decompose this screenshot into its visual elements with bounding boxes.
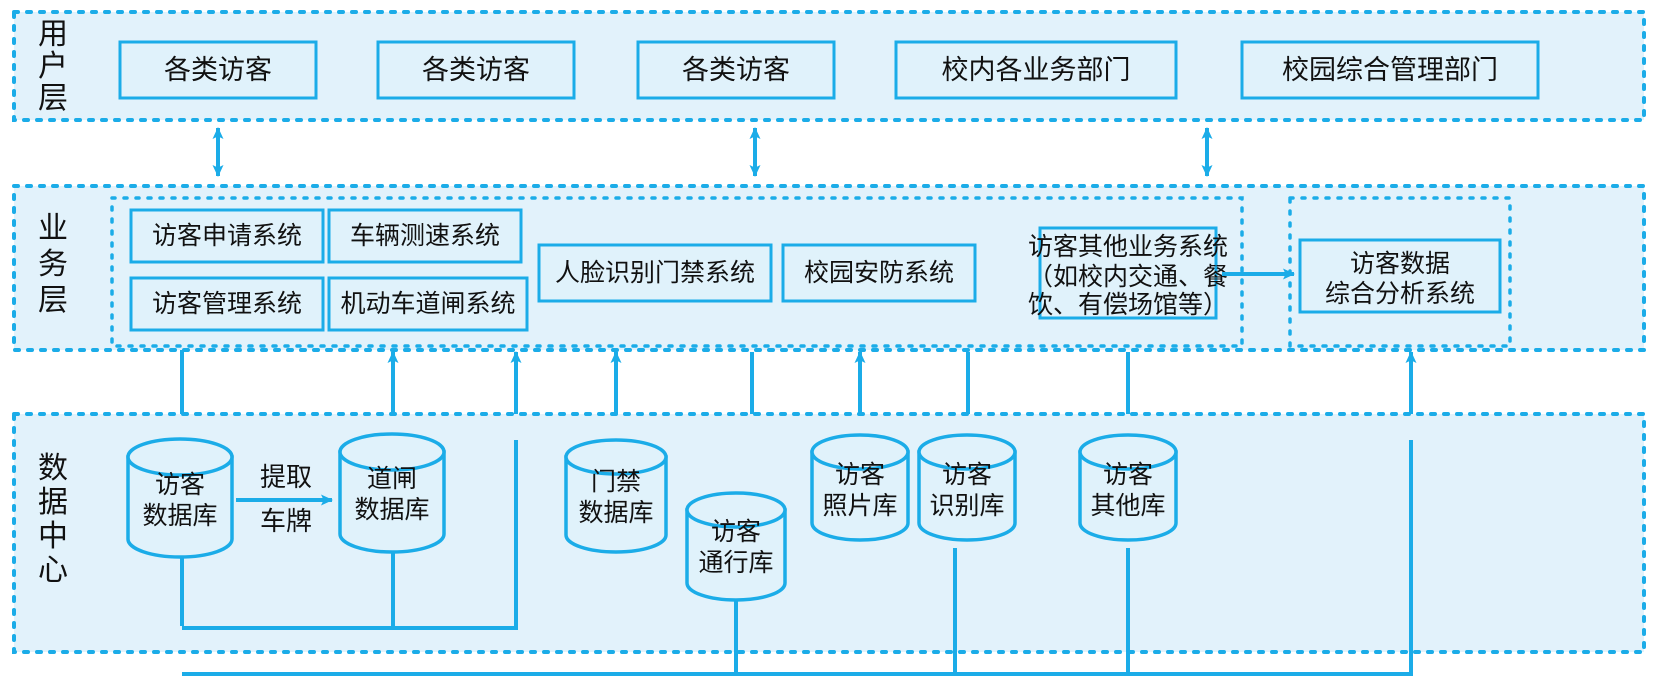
business-box-visitor-manage-label: 访客管理系统 — [152, 289, 302, 318]
database-recog-db-line-0: 访客 — [942, 460, 992, 489]
business-box-vehicle-barrier[interactable]: 机动车道闸系统 — [327, 276, 529, 332]
bus-inner-left — [182, 440, 518, 630]
data-layer-label-char-0: 数 — [38, 451, 68, 486]
business-box-visitor-apply-label: 访客申请系统 — [152, 221, 302, 250]
user-box-visitor-2[interactable]: 各类访客 — [376, 40, 576, 100]
business-box-visitor-apply[interactable]: 访客申请系统 — [129, 208, 325, 264]
edge-extract-plate-line-1: 车牌 — [260, 507, 312, 537]
business-layer-label-char-2: 层 — [38, 283, 68, 318]
database-visitor-photo-db[interactable]: 访客 照片库 — [810, 433, 910, 542]
edge-extract-plate-line-0: 提取 — [260, 463, 312, 493]
database-photo-db-line-0: 访客 — [835, 460, 885, 489]
user-box-visitor-3[interactable]: 各类访客 — [636, 40, 836, 100]
business-box-campus-security[interactable]: 校园安防系统 — [781, 243, 977, 303]
user-box-visitor-1-label: 各类访客 — [164, 55, 272, 86]
business-box-face-access-label: 人脸识别门禁系统 — [555, 258, 755, 287]
database-access-db-line-1: 数据库 — [578, 498, 653, 527]
business-box-vehicle-barrier-label: 机动车道闸系统 — [340, 289, 515, 318]
database-barrier-db-line-1: 数据库 — [354, 495, 429, 524]
user-box-campus-departments[interactable]: 校内各业务部门 — [894, 40, 1178, 100]
data-center-bus-lines — [180, 440, 1413, 676]
user-layer-label-char-2: 层 — [38, 81, 68, 116]
database-visitor-db[interactable]: 访客 数据库 — [126, 437, 234, 559]
business-box-other-line-2: 饮、有偿场馆等） — [1028, 290, 1228, 319]
user-box-campus-departments-label: 校内各业务部门 — [942, 55, 1131, 86]
database-other-db-line-1: 其他库 — [1090, 491, 1165, 520]
business-box-visitor-other-business[interactable]: 访客其他业务系统 （如校内交通、餐 饮、有偿场馆等） — [1028, 226, 1228, 320]
business-box-face-access[interactable]: 人脸识别门禁系统 — [537, 243, 773, 303]
business-box-analysis-line-0: 访客数据 — [1350, 249, 1450, 278]
data-layer-label-char-3: 心 — [38, 553, 68, 588]
database-access-db-line-0: 门禁 — [591, 467, 641, 496]
user-box-campus-admin-label: 校园综合管理部门 — [1282, 55, 1498, 86]
business-box-analysis-line-1: 综合分析系统 — [1325, 279, 1475, 308]
user-box-campus-admin[interactable]: 校园综合管理部门 — [1240, 40, 1540, 100]
database-photo-db-line-1: 照片库 — [822, 491, 897, 520]
business-box-other-line-0: 访客其他业务系统 — [1028, 232, 1228, 261]
business-layer-label-char-0: 业 — [38, 211, 68, 246]
business-box-campus-security-label: 校园安防系统 — [804, 258, 954, 287]
user-layer-panel: 用 户 层 各类访客 各类访客 各类访客 校内各业务部门 校园综合管理部门 — [12, 10, 1646, 122]
database-pass-db-line-1: 通行库 — [698, 548, 773, 577]
database-pass-db-line-0: 访客 — [711, 517, 761, 546]
database-visitor-pass-db[interactable]: 访客 通行库 — [685, 491, 787, 602]
data-layer-label-char-1: 据 — [38, 485, 68, 520]
bus-outer-bottom — [182, 440, 1413, 676]
business-box-vehicle-speed[interactable]: 车辆测速系统 — [327, 208, 523, 264]
data-layer-label-char-2: 中 — [38, 519, 68, 554]
business-layer-panel: 业 务 层 访客申请系统 车辆测速系统 访客管理系统 机动车道闸系统 — [12, 184, 1646, 352]
business-box-vehicle-speed-label: 车辆测速系统 — [350, 221, 500, 250]
database-barrier-db[interactable]: 道闸 数据库 — [338, 432, 446, 554]
database-access-control-db[interactable]: 门禁 数据库 — [564, 438, 668, 554]
business-box-visitor-manage[interactable]: 访客管理系统 — [129, 276, 325, 332]
database-visitor-recognition-db[interactable]: 访客 识别库 — [917, 433, 1017, 542]
database-other-db-line-0: 访客 — [1103, 460, 1153, 489]
user-to-business-connectors — [212, 127, 1213, 177]
database-barrier-db-line-0: 道闸 — [367, 464, 417, 493]
user-box-visitor-3-label: 各类访客 — [682, 55, 790, 86]
user-layer-label-char-1: 户 — [38, 49, 68, 84]
database-visitor-db-line-0: 访客 — [155, 470, 205, 499]
business-box-other-line-1: （如校内交通、餐 — [1028, 262, 1228, 291]
user-layer-label-char-0: 用 — [38, 17, 68, 52]
business-layer-label-char-1: 务 — [38, 247, 68, 282]
database-recog-db-line-1: 识别库 — [929, 491, 1004, 520]
database-visitor-other-db[interactable]: 访客 其他库 — [1078, 433, 1178, 542]
database-visitor-db-line-1: 数据库 — [142, 501, 217, 530]
edge-extract-plate: 提取 车牌 — [236, 463, 333, 537]
user-box-visitor-1[interactable]: 各类访客 — [118, 40, 318, 100]
business-box-visitor-data-analysis[interactable]: 访客数据 综合分析系统 — [1298, 238, 1502, 314]
user-box-visitor-2-label: 各类访客 — [422, 55, 530, 86]
